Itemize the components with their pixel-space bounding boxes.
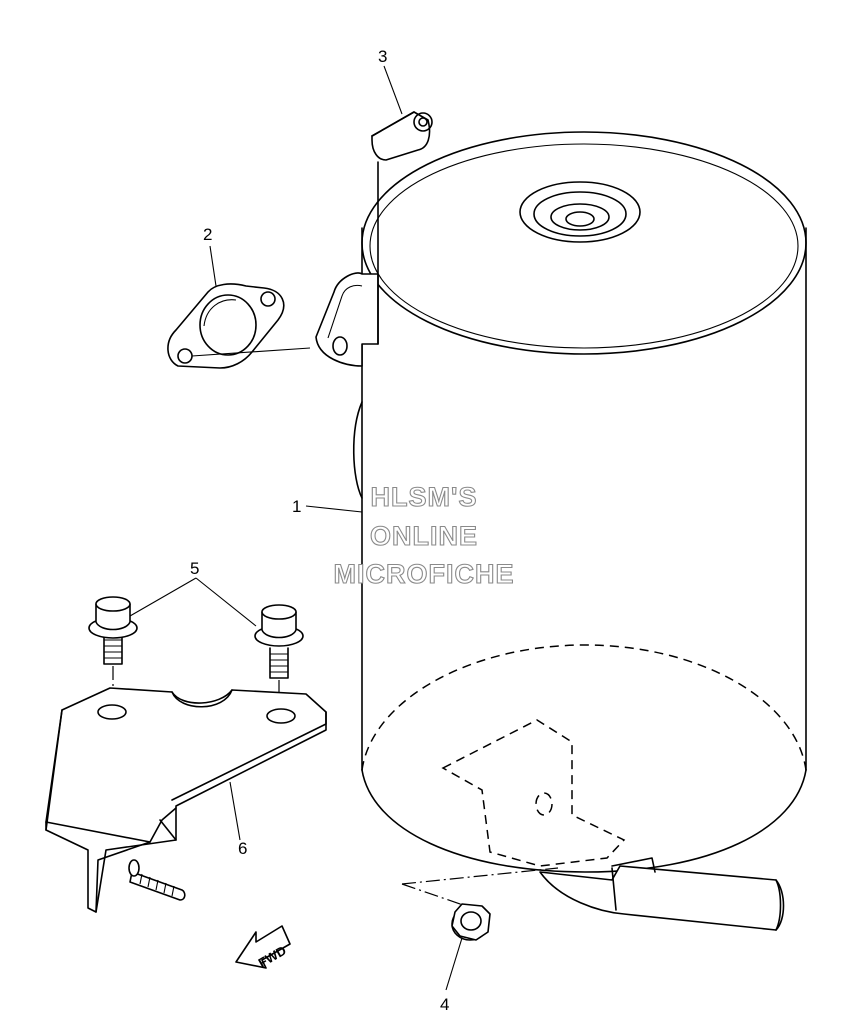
collar bbox=[371, 111, 433, 161]
muffler-body bbox=[352, 131, 807, 873]
bolt-right bbox=[254, 604, 304, 679]
leader-lines bbox=[129, 65, 463, 991]
watermark-line-1: HLSM'S bbox=[371, 482, 478, 512]
watermark-line-2: ONLINE bbox=[370, 521, 478, 551]
bracket bbox=[45, 687, 327, 913]
fwd-arrow-icon: FWD bbox=[235, 925, 291, 970]
watermark: HLSM'S ONLINE MICROFICHE bbox=[333, 481, 515, 589]
muffler-outlet-pipe bbox=[539, 857, 785, 931]
callout-6: 6 bbox=[238, 839, 247, 858]
flange-bolt bbox=[451, 903, 491, 941]
bolt-left bbox=[88, 596, 138, 665]
callout-1: 1 bbox=[292, 497, 301, 516]
muffler-inlet-flange bbox=[315, 161, 379, 367]
callout-5: 5 bbox=[190, 559, 199, 578]
callout-4: 4 bbox=[440, 995, 449, 1014]
callout-2: 2 bbox=[203, 225, 212, 244]
watermark-line-3: MICROFICHE bbox=[334, 559, 515, 589]
callout-3: 3 bbox=[378, 47, 387, 66]
gasket bbox=[167, 283, 311, 369]
